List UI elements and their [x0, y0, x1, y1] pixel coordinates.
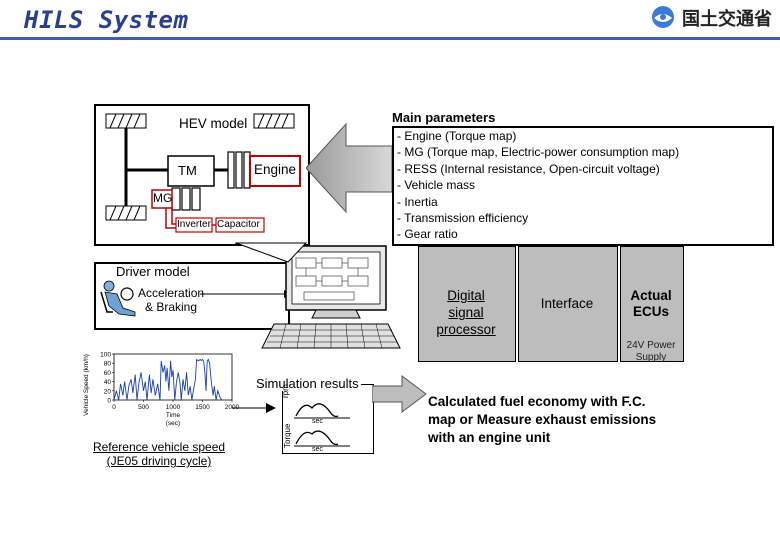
simulation-results-label: Simulation results	[254, 376, 361, 391]
sec-label-2: sec	[312, 446, 323, 453]
x-tick-label: 1500	[195, 404, 210, 411]
power-supply-label: 24V Power Supply	[620, 340, 682, 364]
y-tick-label: 60	[104, 370, 112, 377]
parameter-item: - Vehicle mass	[397, 178, 476, 193]
ecu-label-line: ECUs	[632, 304, 669, 319]
ecu-box	[620, 246, 684, 362]
ecu-label: Actual ECUs	[620, 288, 682, 320]
driver-icon	[100, 280, 136, 317]
ministry-logo-icon	[652, 6, 674, 28]
tm-label: TM	[178, 163, 197, 178]
x-tick-label: 500	[138, 404, 149, 411]
parameter-item: - Transmission efficiency	[397, 211, 529, 226]
driver-model-panel	[94, 262, 290, 330]
result-text-line: map or Measure exhaust emissions	[428, 412, 657, 427]
driver-model-caption: Acceleration & Braking	[138, 286, 204, 314]
x-tick-label: 1000	[166, 404, 181, 411]
y-tick-label: 100	[100, 352, 111, 359]
driver-model-label: Driver model	[116, 264, 190, 279]
main-parameters-list: - Engine (Torque map) - MG (Torque map, …	[397, 128, 679, 243]
engine-label: Engine	[254, 162, 297, 177]
dsp-box	[418, 246, 516, 362]
result-text-line: Calculated fuel economy with F.C.	[428, 394, 646, 409]
reference-caption: Reference vehicle speed (JE05 driving cy…	[84, 440, 234, 468]
dsp-label-line: processor	[436, 322, 496, 337]
y-tick-label: 0	[107, 398, 111, 405]
reference-caption-line: Reference vehicle speed	[92, 440, 226, 454]
x-axis-label: Time	[166, 412, 181, 419]
y-tick-label: 20	[104, 388, 112, 395]
parameter-item: - Gear ratio	[397, 227, 458, 242]
dsp-label: Digital signal processor	[418, 287, 514, 338]
hev-model-label: HEV model	[179, 116, 248, 131]
parameter-item: - RESS (Internal resistance, Open-circui…	[397, 161, 660, 176]
parameter-item: - MG (Torque map, Electric-power consump…	[397, 145, 680, 160]
computer-icon	[261, 245, 401, 349]
parameter-item: - Engine (Torque map)	[397, 129, 517, 143]
mg-label: MG	[153, 191, 173, 205]
ministry-logo-text: 国土交通省	[682, 9, 772, 29]
inverter-label: Inverter	[177, 219, 211, 230]
vehicle-speed-chart: 0204060801000500100015002000Time(sec)Veh…	[83, 352, 240, 428]
reference-caption-line: (JE05 driving cycle)	[106, 454, 212, 468]
power-supply-line: 24V Power	[626, 340, 676, 351]
rpm-axis-label: rpm	[281, 384, 290, 398]
y-tick-label: 80	[104, 361, 112, 368]
interface-label: Interface	[540, 296, 594, 311]
capacitor-label: Capacitor	[217, 219, 260, 230]
x-axis-unit-label: (sec)	[166, 420, 180, 427]
driver-caption-line: Acceleration	[138, 286, 205, 300]
parameter-item: - Inertia	[397, 194, 438, 209]
result-text-line: with an engine unit	[428, 430, 551, 445]
driver-caption-line: & Braking	[144, 300, 198, 314]
main-parameters-panel	[392, 126, 774, 246]
y-axis-label: Vehicle Speed (km/h)	[83, 354, 90, 416]
interface-box	[518, 246, 618, 362]
power-supply-line: Supply	[635, 352, 667, 363]
chart-to-simulation-arrow-icon	[232, 403, 276, 413]
drivetrain-diagram	[105, 113, 301, 233]
y-tick-label: 40	[104, 379, 112, 386]
result-text: Calculated fuel economy with F.C. map or…	[428, 393, 656, 447]
sec-label-1: sec	[312, 418, 323, 425]
speed-series-line	[113, 358, 223, 401]
parameters-arrow-icon	[306, 122, 392, 214]
main-parameters-title: Main parameters	[392, 110, 496, 125]
x-tick-label: 0	[112, 404, 116, 411]
dsp-label-line: signal	[448, 305, 484, 320]
header-rule	[0, 37, 780, 40]
simulation-to-result-arrow-icon	[372, 375, 427, 413]
simulation-curves	[294, 403, 350, 447]
dsp-label-line: Digital	[447, 288, 485, 303]
ecu-label-line: Actual	[630, 288, 672, 303]
page-title: HILS System	[24, 6, 189, 34]
